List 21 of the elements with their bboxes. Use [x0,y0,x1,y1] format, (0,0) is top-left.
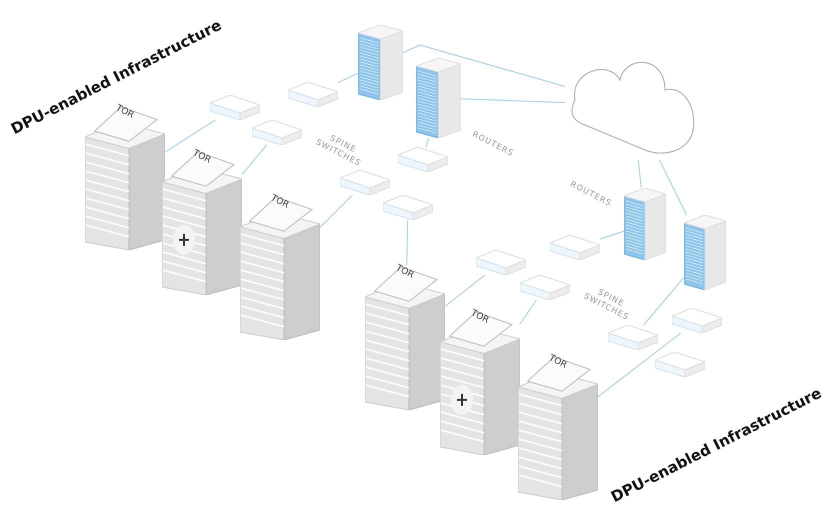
connector-line [406,220,408,266]
rack-label: TOR [269,194,290,211]
connector-line [659,160,688,216]
connector-line [164,120,216,152]
connector-line [600,230,624,240]
connector-line [242,144,268,175]
connector-line [338,72,358,84]
rack-label: TOR [394,264,416,281]
connector-line [444,274,486,307]
connector-line [426,138,429,148]
rack-label: TOR [547,354,568,371]
connector-line [460,98,566,104]
rack-label: TOR [469,309,490,326]
rack-label: TOR [114,104,136,121]
connector-line [402,44,566,87]
connector-line [638,160,642,188]
connector-line [643,276,684,326]
connector-line [598,332,682,398]
rack-label: TOR [191,149,212,166]
connector-line [320,194,353,228]
connector-line [520,300,537,324]
